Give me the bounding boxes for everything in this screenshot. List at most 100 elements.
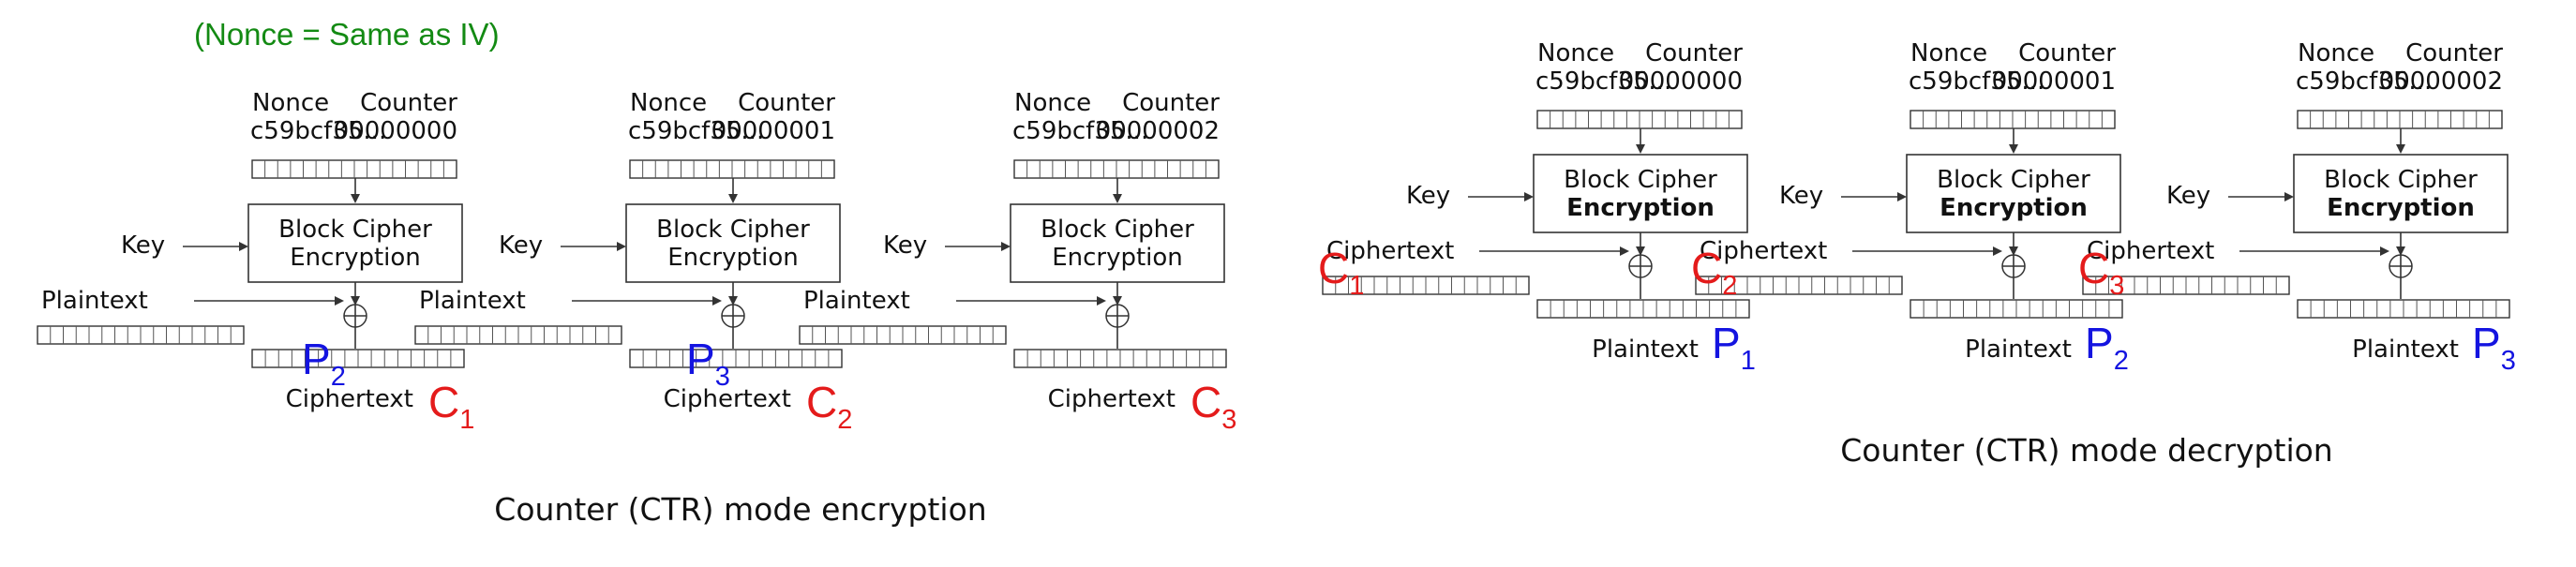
- xor-icon: [1105, 304, 1130, 328]
- xor-icon: [2389, 254, 2413, 278]
- nonce-label: Nonce: [2298, 39, 2374, 67]
- plaintext-output-label: Plaintext: [2352, 336, 2459, 364]
- ciphertext-input-label: Ciphertext: [2087, 237, 2214, 265]
- plaintext-symbol-subscript: 1: [1741, 346, 1756, 376]
- input-arrow: [572, 296, 722, 306]
- key-arrow: [561, 242, 626, 251]
- block-cipher-label: Block Cipher: [1564, 166, 1717, 194]
- nonce-value: c59bcf35...: [250, 117, 386, 145]
- encryption-label: Encryption: [290, 244, 421, 272]
- ciphertext-symbol-letter: C: [1691, 244, 1722, 292]
- key-arrow: [1841, 192, 1907, 201]
- counter-label: Counter: [2405, 39, 2503, 67]
- xor-icon: [1628, 254, 1653, 278]
- plaintext-symbol-subscript: 2: [2114, 346, 2129, 376]
- decryption-caption: Counter (CTR) mode decryption: [1840, 432, 2332, 469]
- block-cipher-box: [625, 203, 841, 283]
- input-arrow: [2239, 246, 2389, 256]
- arrow-head: [2396, 144, 2405, 154]
- arrow-to-xor: [2396, 232, 2405, 256]
- plaintext-symbol: P3: [2472, 319, 2516, 376]
- arrow-head: [2009, 144, 2018, 154]
- ciphertext-symbol: C3: [1191, 378, 1236, 435]
- key-label: Key: [2166, 182, 2210, 210]
- counter-label: Counter: [1645, 39, 1743, 67]
- ciphertext-symbol-letter: C: [428, 378, 459, 426]
- ciphertext-register: [251, 349, 465, 368]
- arrow-to-xor: [351, 282, 360, 306]
- arrow-head: [335, 296, 344, 306]
- block-cipher-box: [2293, 154, 2509, 233]
- block-cipher-label: Block Cipher: [1041, 216, 1194, 244]
- key-arrow: [1468, 192, 1534, 201]
- nonce-value: c59bcf35...: [1535, 67, 1671, 96]
- ciphertext-register: [1322, 276, 1530, 295]
- counter-value: 00000001: [711, 117, 835, 145]
- plaintext-input-label: Plaintext: [803, 287, 910, 315]
- arrow-head: [2396, 246, 2405, 256]
- arrow-head: [1993, 246, 2002, 256]
- counter-register: [629, 159, 835, 179]
- plaintext-symbol: P1: [1712, 319, 1756, 376]
- arrow-head: [1636, 246, 1645, 256]
- key-label: Key: [883, 231, 927, 260]
- counter-register: [1910, 110, 2116, 129]
- block-cipher-label: Block Cipher: [1937, 166, 2090, 194]
- counter-register: [1536, 110, 1743, 129]
- arrow-head: [1897, 192, 1907, 201]
- nonce-value: c59bcf35...: [2296, 67, 2432, 96]
- key-arrow: [2228, 192, 2294, 201]
- nonce-label: Nonce: [252, 89, 329, 117]
- counter-value: 00000000: [334, 117, 457, 145]
- counter-label: Counter: [1122, 89, 1220, 117]
- plaintext-symbol-letter: P: [1712, 319, 1741, 367]
- arrow-to-cipher: [2396, 128, 2405, 154]
- ciphertext-symbol: C1: [1318, 244, 1364, 301]
- plaintext-symbol-subscript: 3: [715, 362, 730, 392]
- counter-value: 00000000: [1619, 67, 1743, 96]
- input-arrow: [956, 296, 1106, 306]
- block-cipher-box: [1010, 203, 1225, 283]
- arrow-to-xor: [2009, 232, 2018, 256]
- ciphertext-input-label: Ciphertext: [1700, 237, 1827, 265]
- key-label: Key: [1779, 182, 1823, 210]
- arrow-head: [1524, 192, 1534, 201]
- ciphertext-symbol-letter: C: [1191, 378, 1221, 426]
- key-label: Key: [1406, 182, 1450, 210]
- ciphertext-symbol: C1: [428, 378, 474, 435]
- arrow-to-cipher: [1113, 178, 1122, 203]
- nonce-label: Nonce: [630, 89, 707, 117]
- xor-icon: [721, 304, 745, 328]
- ciphertext-output-label: Ciphertext: [286, 385, 413, 413]
- arrow-to-xor: [1636, 232, 1645, 256]
- encryption-label: Encryption: [2327, 194, 2475, 222]
- input-arrow: [1479, 246, 1629, 256]
- ciphertext-symbol-letter: C: [806, 378, 837, 426]
- arrow-head: [728, 194, 738, 203]
- arrow-head: [2284, 192, 2294, 201]
- ciphertext-register: [1695, 276, 1903, 295]
- arrow-head: [1097, 296, 1106, 306]
- block-cipher-box: [1906, 154, 2121, 233]
- block-cipher-label: Block Cipher: [656, 216, 810, 244]
- arrow-to-cipher: [728, 178, 738, 203]
- encryption-caption: Counter (CTR) mode encryption: [494, 491, 986, 528]
- plaintext-symbol-letter: P: [2085, 319, 2114, 367]
- plaintext-register: [414, 325, 622, 345]
- input-arrow: [194, 296, 344, 306]
- plaintext-symbol-letter: P: [302, 335, 331, 383]
- ciphertext-register: [1013, 349, 1227, 368]
- counter-register: [2297, 110, 2503, 129]
- plaintext-symbol: P2: [2085, 319, 2129, 376]
- ciphertext-symbol-subscript: 3: [1221, 405, 1236, 435]
- block-cipher-label: Block Cipher: [2324, 166, 2478, 194]
- plaintext-symbol: P2: [302, 335, 346, 392]
- plaintext-input-label: Plaintext: [419, 287, 526, 315]
- arrow-to-xor: [728, 282, 738, 306]
- arrow-head: [351, 194, 360, 203]
- key-arrow: [945, 242, 1011, 251]
- arrow-head: [1620, 246, 1629, 256]
